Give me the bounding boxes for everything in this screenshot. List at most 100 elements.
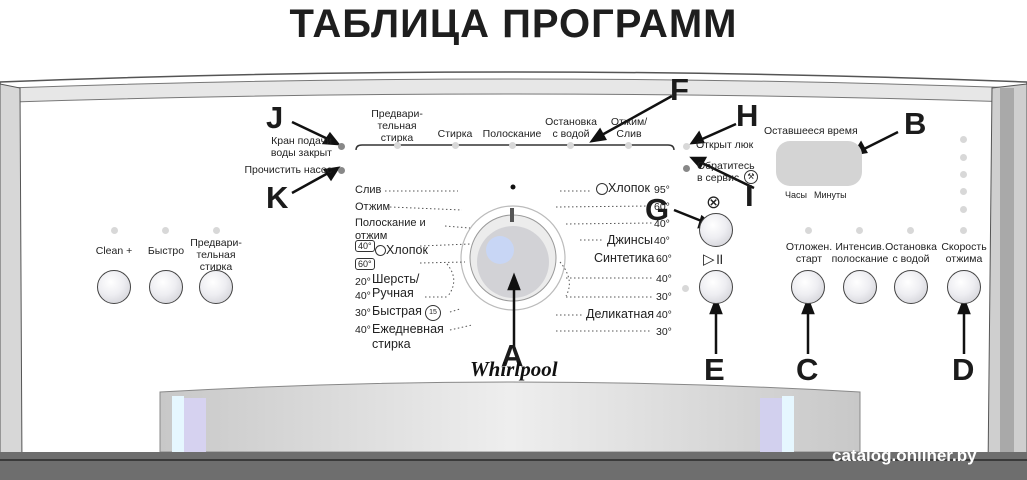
callout-b: B — [904, 106, 927, 141]
minutes-label: Минуты — [814, 190, 847, 200]
callout-c: C — [796, 352, 819, 387]
clean-plus-button[interactable] — [97, 270, 131, 304]
program-spin: Отжим — [355, 201, 391, 213]
clean-plus-label: Clean + — [95, 245, 133, 257]
spin-level-light-4 — [960, 188, 967, 195]
spin-level-light-2 — [960, 154, 967, 161]
water-closed-indicator — [338, 143, 345, 150]
start-pause-button[interactable] — [699, 270, 733, 304]
synthetics-temp-60: 60° — [656, 253, 672, 265]
eco-icon — [375, 245, 386, 256]
clean-pump-label: Прочистить насос — [244, 164, 332, 176]
callout-h: H — [736, 98, 759, 133]
spin-speed-label: Скорость отжима — [941, 241, 987, 265]
program-jeans: Джинсы — [607, 233, 653, 247]
wrench-icon: ⚒ — [744, 170, 758, 184]
callout-a: A — [501, 338, 524, 373]
watermark: catalog.onliner.by — [832, 446, 977, 465]
phase-rinse-light — [509, 142, 516, 149]
cancel-button[interactable] — [699, 213, 733, 247]
program-drain: Слив — [355, 184, 382, 196]
program-cotton-left: Хлопок — [386, 243, 428, 257]
quick-label: Быстро — [147, 245, 185, 257]
program-cotton-right: Хлопок — [608, 181, 650, 195]
time-display — [776, 141, 862, 186]
timer-15-icon: 15 — [425, 305, 441, 321]
start-pause-light — [682, 285, 689, 292]
quick-temp-30: 30° — [355, 307, 371, 319]
brand-logo: Whirlpool — [470, 357, 558, 381]
program-wool: Шерсть/ — [372, 272, 420, 286]
spin-level-light-1 — [960, 136, 967, 143]
wool-temp-20: 20° — [355, 276, 371, 288]
program-synthetics: Синтетика — [594, 251, 655, 265]
door-open-indicator — [683, 143, 690, 150]
cotton-temp-60-right: 60° — [654, 201, 670, 213]
synthetics-temp-30: 30° — [656, 291, 672, 303]
phase-wash-label: Стирка — [437, 128, 473, 140]
spin-level-light-3 — [960, 171, 967, 178]
phase-wash-light — [452, 142, 459, 149]
phase-rinse-hold-label: Остановка с водой — [545, 116, 597, 140]
program-quick: Быстрая — [372, 304, 422, 318]
clean-pump-indicator — [338, 167, 345, 174]
prewash-button[interactable] — [199, 270, 233, 304]
phase-prewash-light — [394, 142, 401, 149]
cotton-temp-40: 40° — [355, 240, 375, 252]
hours-label: Часы — [785, 190, 807, 200]
program-handwash: Ручная — [372, 286, 414, 300]
delicates-temp-40: 40° — [656, 309, 672, 321]
callout-i: I — [745, 178, 754, 213]
spin-level-light-5 — [960, 206, 967, 213]
program-rinse-spin: Полоскание и отжим — [355, 217, 426, 242]
cotton-temp-95: 95° — [654, 184, 670, 196]
service-indicator — [683, 165, 690, 172]
page-title: ТАБЛИЦА ПРОГРАММ — [289, 2, 738, 46]
phase-rinse-label: Полоскание — [482, 128, 542, 140]
prewash-label: Предвари- тельная стирка — [190, 237, 242, 273]
service-label: Обратитесь в сервис — [697, 160, 755, 184]
phase-rinse-hold-light — [567, 142, 574, 149]
spin-speed-light — [960, 227, 967, 234]
phase-spin-light — [625, 142, 632, 149]
intensive-rinse-label: Интенсив. полоскание — [831, 241, 889, 265]
intensive-rinse-button[interactable] — [843, 270, 877, 304]
cancel-icon: ⊗ — [706, 192, 722, 212]
delay-start-label: Отложен. старт — [785, 241, 833, 265]
program-daily: Ежедневная стирка — [372, 322, 444, 351]
delay-start-light — [805, 227, 812, 234]
rinse-hold-button[interactable] — [894, 270, 928, 304]
spin-speed-button[interactable] — [947, 270, 981, 304]
phase-spin-label: Отжим/ Слив — [610, 116, 648, 140]
callout-g: G — [645, 192, 670, 227]
cotton-temp-60: 60° — [355, 258, 375, 270]
program-selector-dial[interactable] — [470, 215, 556, 301]
cotton-temp-40-right: 40° — [654, 218, 670, 230]
rinse-hold-light — [907, 227, 914, 234]
handwash-temp-40: 40° — [355, 290, 371, 302]
rinse-hold-label: Остановка с водой — [885, 241, 937, 265]
delicates-temp-30: 30° — [656, 326, 672, 338]
water-closed-label: Кран подачи воды закрыт — [270, 135, 332, 159]
prewash-light — [213, 227, 220, 234]
door-open-label: Открыт люк — [696, 139, 754, 151]
callout-j: J — [266, 100, 284, 135]
intensive-rinse-light — [856, 227, 863, 234]
callout-e: E — [704, 352, 725, 387]
delay-start-button[interactable] — [791, 270, 825, 304]
callout-d: D — [952, 352, 975, 387]
program-delicates: Деликатная — [586, 307, 655, 321]
callout-f: F — [670, 72, 689, 107]
clean-plus-light — [111, 227, 118, 234]
daily-temp-40: 40° — [355, 324, 371, 336]
jeans-temp-40: 40° — [654, 235, 670, 247]
phase-prewash-label: Предвари- тельная стирка — [371, 108, 423, 144]
start-pause-icon: ▷॥ — [703, 251, 724, 268]
quick-button[interactable] — [149, 270, 183, 304]
callout-k: K — [266, 180, 289, 215]
quick-light — [162, 227, 169, 234]
time-remaining-label: Оставшееся время — [764, 125, 858, 137]
synthetics-temp-40: 40° — [656, 273, 672, 285]
eco-cotton-icon — [596, 183, 608, 195]
